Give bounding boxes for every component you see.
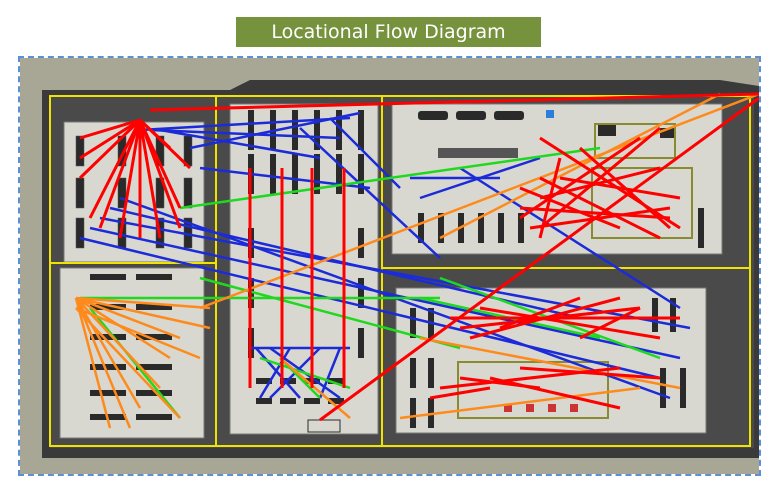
- diagram-title: Locational Flow Diagram: [236, 17, 541, 47]
- diagram-frame: [18, 56, 761, 476]
- flow-lines-orange: [74, 92, 759, 429]
- layout-map: [20, 58, 759, 474]
- equipment-grid-upper-right: [418, 110, 704, 248]
- flow-lines-red: [78, 92, 759, 422]
